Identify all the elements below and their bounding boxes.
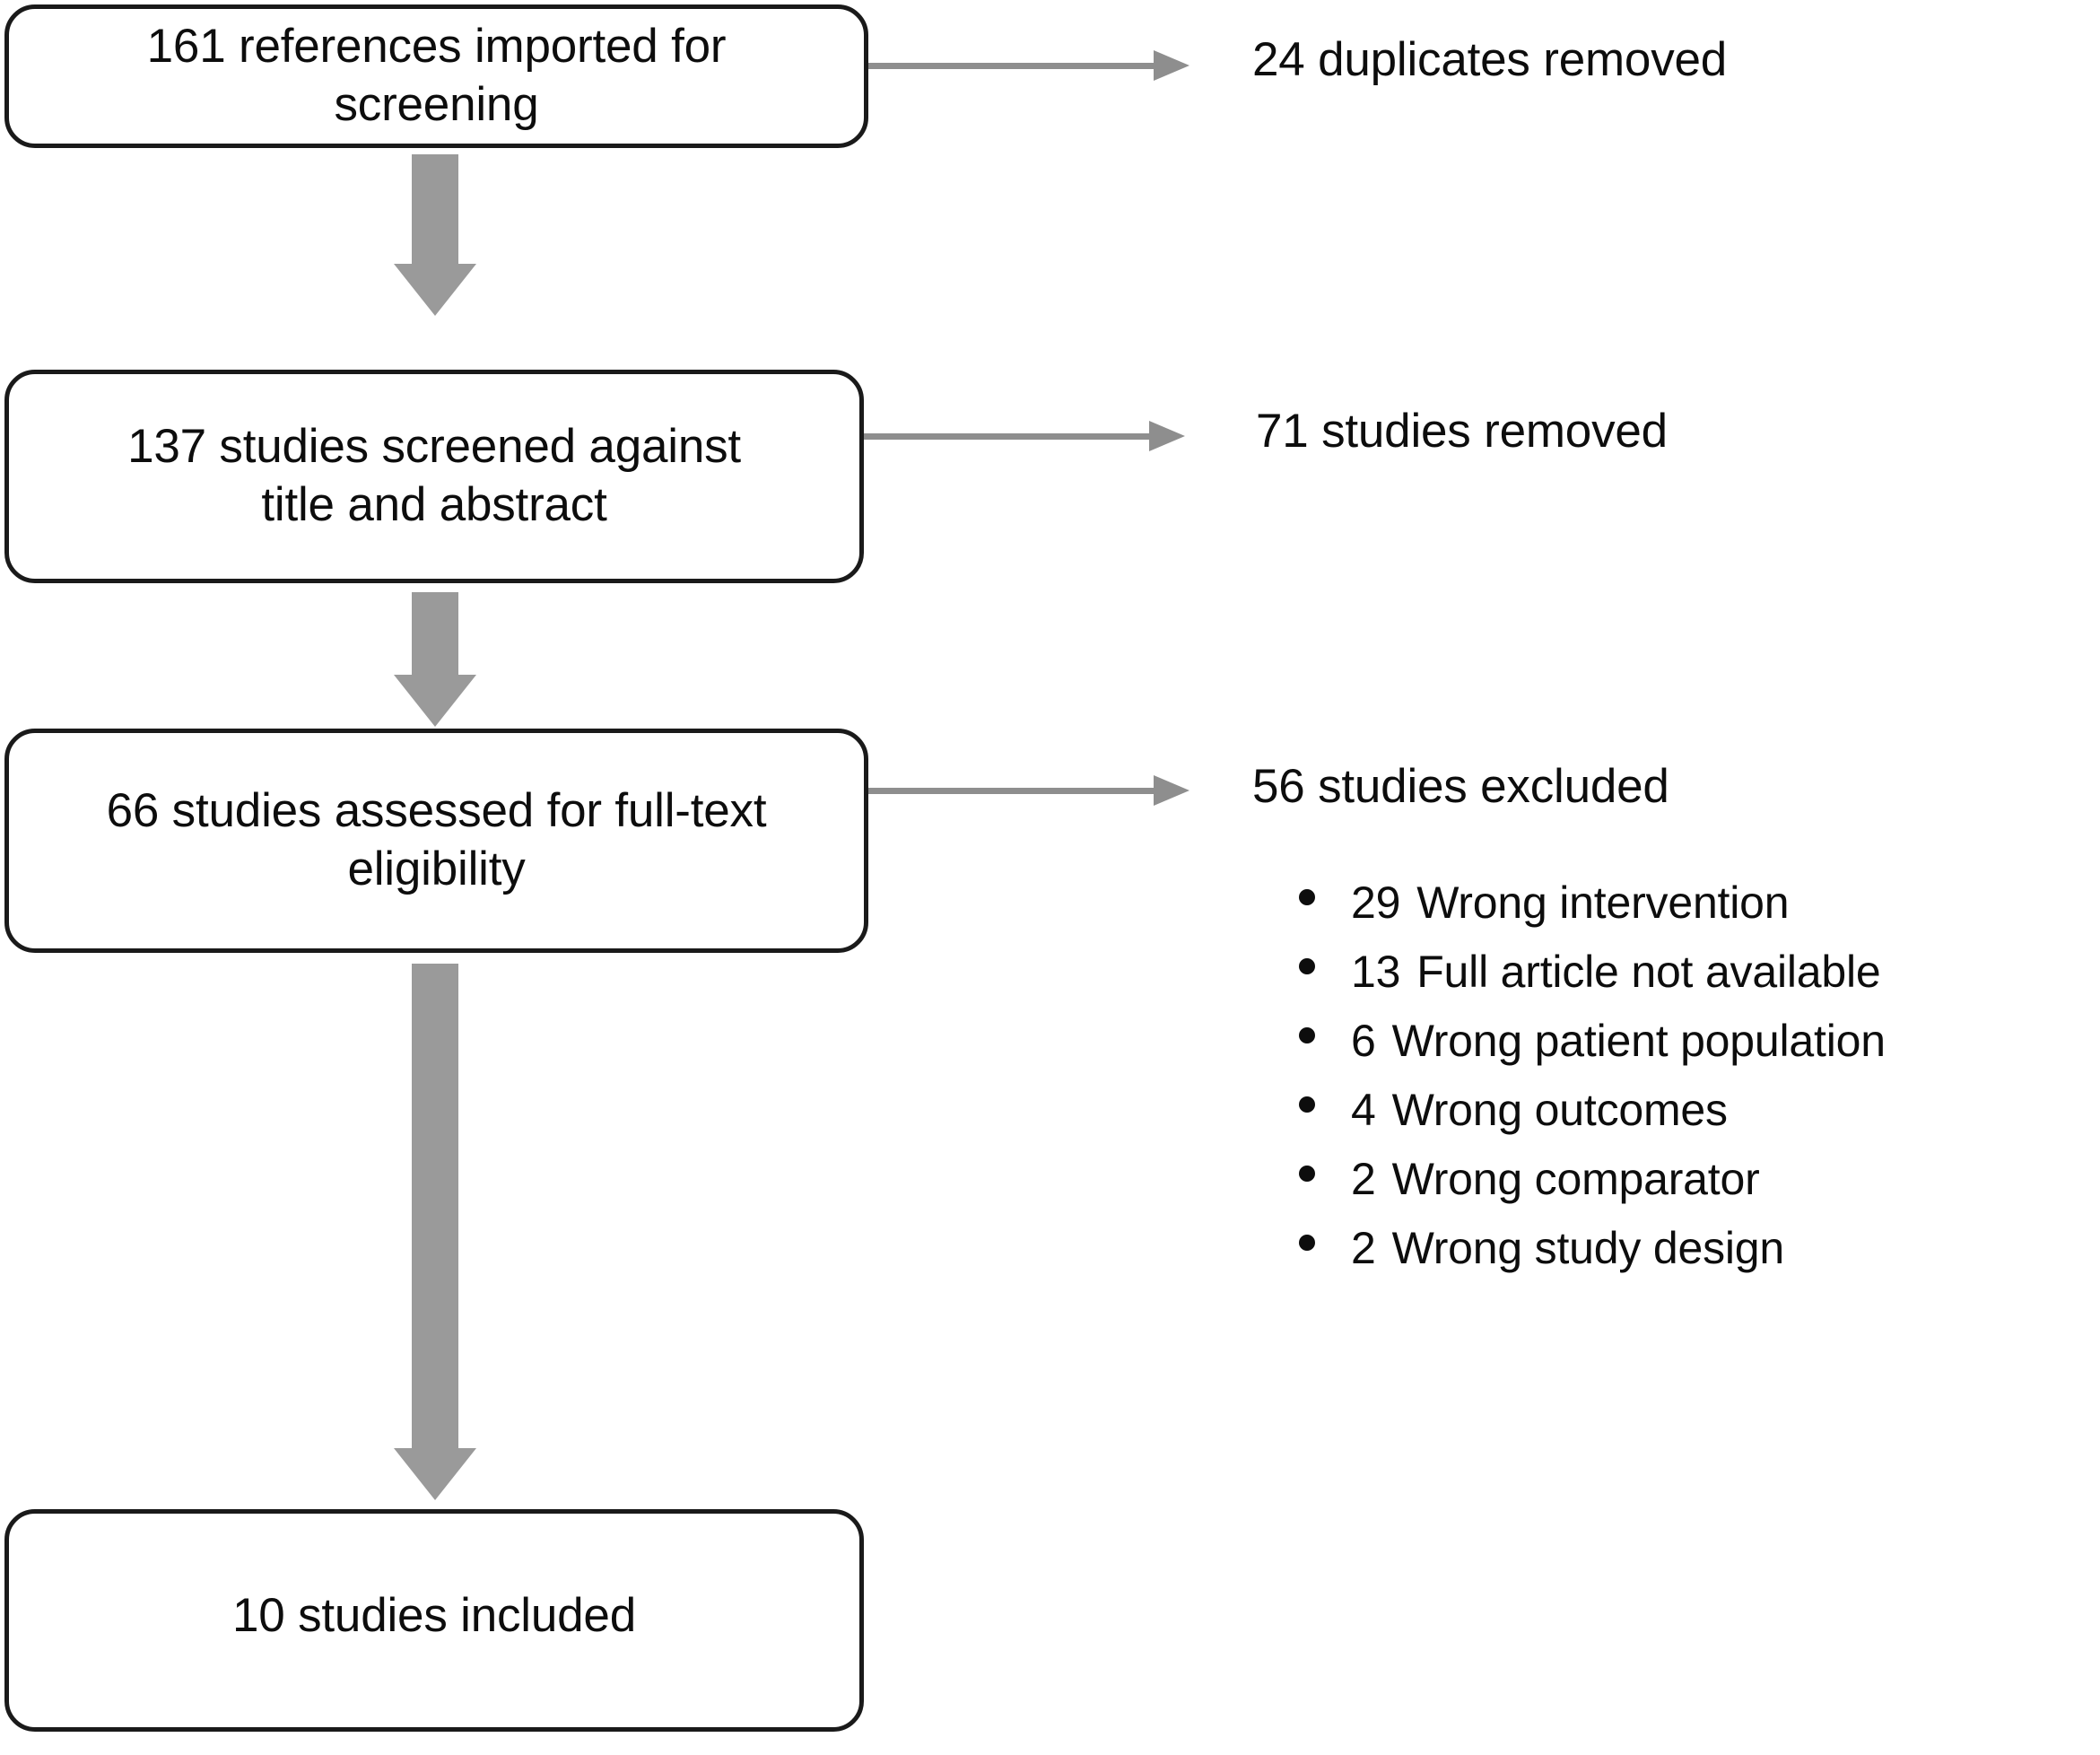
exclusion-reason-text: Wrong patient population: [1391, 1016, 1886, 1066]
arrow-head: [394, 675, 476, 727]
arrow-head: [1154, 50, 1189, 81]
box-studies-screened-label: 137 studies screened against title and a…: [127, 420, 741, 531]
box-studies-included-label: 10 studies included: [232, 1588, 636, 1642]
bullet-dot-icon: [1299, 958, 1315, 974]
arrow-line: [864, 433, 1153, 440]
arrow-line: [868, 788, 1157, 794]
exclusion-reason-item: 4 Wrong outcomes: [1299, 1076, 1886, 1145]
exclusion-reason-count: 2: [1351, 1154, 1376, 1204]
exclusion-reason-count: 4: [1351, 1085, 1376, 1135]
arrow-head: [1154, 775, 1189, 806]
exclusion-reason-count: 29: [1351, 878, 1401, 928]
exclusion-reason-text: Wrong study design: [1391, 1223, 1785, 1273]
label-studies-excluded: 56 studies excluded: [1252, 760, 1669, 813]
box-references-imported-label: 161 references imported for screening: [146, 20, 727, 131]
arrow-shaft: [412, 154, 458, 264]
exclusion-reason-count: 6: [1351, 1016, 1376, 1066]
exclusion-reason-text: Wrong comparator: [1391, 1154, 1760, 1204]
bullet-dot-icon: [1299, 889, 1315, 905]
arrow-head: [394, 1448, 476, 1500]
box-studies-assessed-fulltext-label: 66 studies assessed for full-text eligib…: [106, 784, 767, 895]
bullet-dot-icon: [1299, 1096, 1315, 1113]
arrow-line: [868, 63, 1157, 69]
exclusion-reason-text: Full article not available: [1416, 947, 1881, 997]
exclusion-reason-count: 13: [1351, 947, 1401, 997]
box-studies-included: 10 studies included: [4, 1509, 864, 1732]
bullet-dot-icon: [1299, 1027, 1315, 1043]
box-studies-assessed-fulltext: 66 studies assessed for full-text eligib…: [4, 729, 868, 953]
exclusion-reason-item: 2 Wrong comparator: [1299, 1145, 1886, 1214]
arrow-shaft: [412, 964, 458, 1448]
label-studies-removed: 71 studies removed: [1256, 405, 1668, 458]
exclusion-reason-item: 2 Wrong study design: [1299, 1214, 1886, 1283]
bullet-dot-icon: [1299, 1166, 1315, 1182]
arrow-head: [1149, 421, 1185, 451]
box-references-imported: 161 references imported for screening: [4, 4, 868, 148]
exclusion-reason-item: 13 Full article not available: [1299, 938, 1886, 1007]
exclusion-reason-text: Wrong intervention: [1416, 878, 1790, 928]
exclusion-reason-text: Wrong outcomes: [1391, 1085, 1728, 1135]
exclusion-reasons-list: 29 Wrong intervention 13 Full article not a…: [1299, 869, 1886, 1283]
bullet-dot-icon: [1299, 1235, 1315, 1251]
exclusion-reason-count: 2: [1351, 1223, 1376, 1273]
exclusion-reason-item: 29 Wrong intervention: [1299, 869, 1886, 938]
arrow-head: [394, 264, 476, 316]
label-duplicates-removed: 24 duplicates removed: [1252, 33, 1728, 86]
exclusion-reason-item: 6 Wrong patient population: [1299, 1007, 1886, 1076]
arrow-shaft: [412, 592, 458, 675]
box-studies-screened: 137 studies screened against title and a…: [4, 370, 864, 583]
